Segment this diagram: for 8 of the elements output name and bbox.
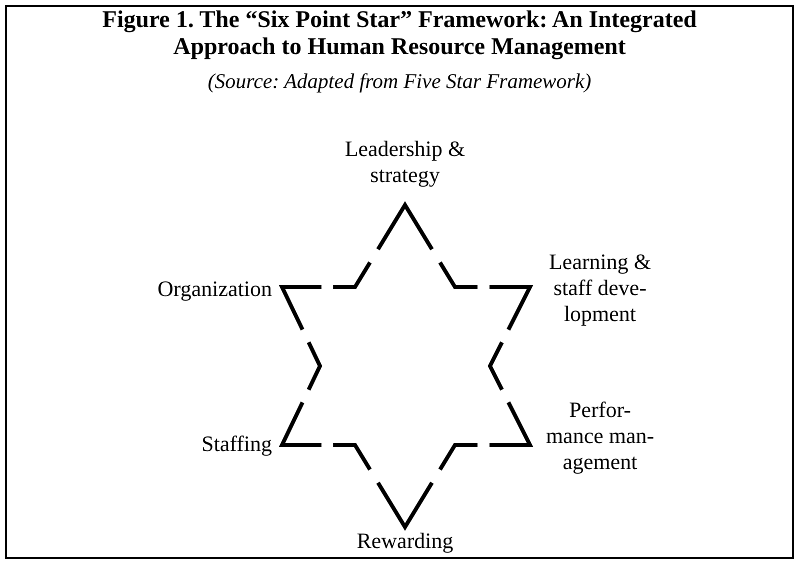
figure-title: Figure 1. The “Six Point Star” Framework: An Integrated Approach to Human Resource Management: [101, 7, 698, 61]
point-label: Organization: [156, 276, 272, 302]
point-label: Leadership & strategy: [344, 136, 466, 188]
point-label: Perfor- mance man- agement: [544, 397, 656, 475]
source-note: (Source: Adapted from Five Star Framework): [206, 68, 592, 94]
point-label: Staffing: [200, 431, 272, 457]
point-label: Learning & staff deve- lopment: [548, 249, 652, 327]
point-label: Rewarding: [356, 528, 454, 554]
